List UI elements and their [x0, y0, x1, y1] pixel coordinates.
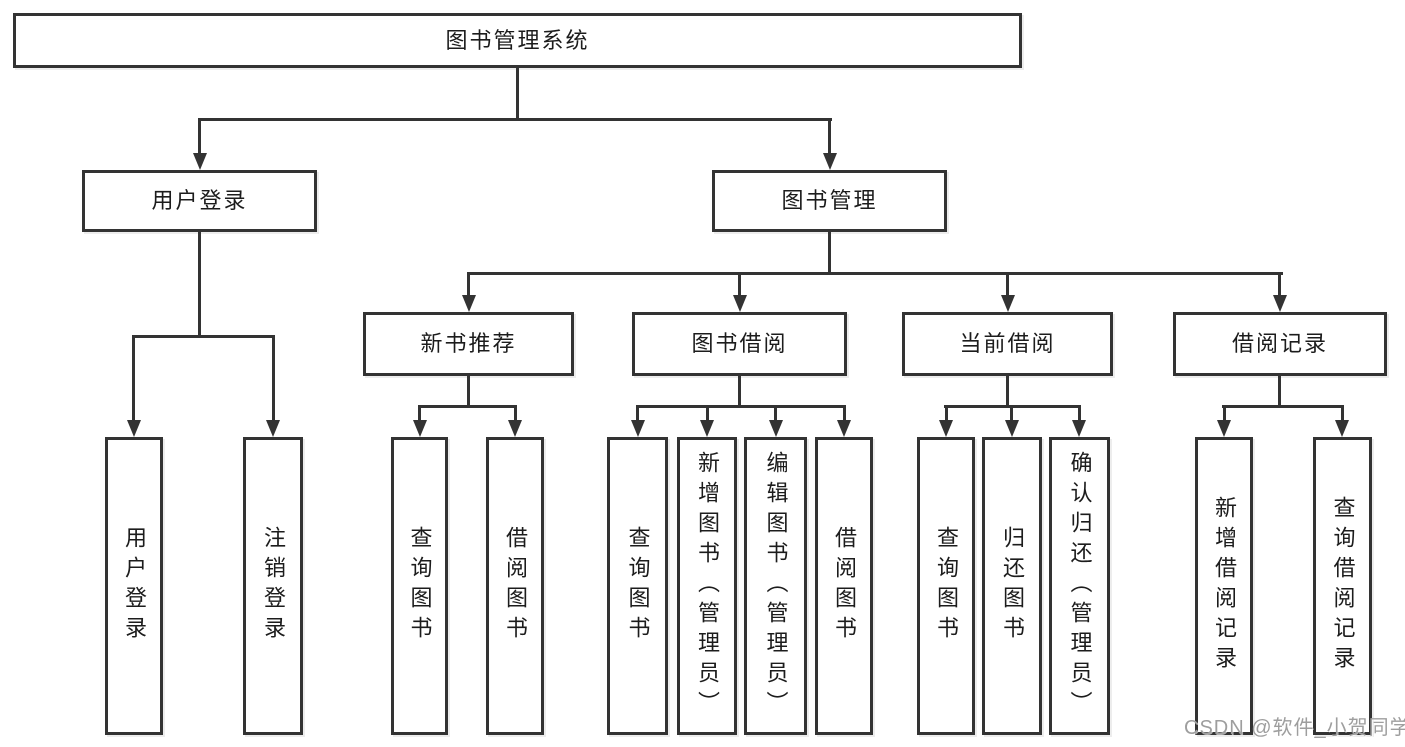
leaf-bb-query-books: 查询图书: [607, 437, 668, 735]
connector-br-stem: [1278, 376, 1281, 405]
connector-cb-leaf3-drop: [1078, 405, 1081, 420]
node-borrow-records-label: 借阅记录: [1231, 331, 1328, 356]
arrow-br-leaf2: [1335, 420, 1349, 437]
leaf-cb-return-books-label: 归还图书: [1000, 526, 1025, 646]
arrow-book-mgmt: [823, 153, 837, 170]
connector-nbr-rail: [418, 405, 517, 408]
leaf-bb-borrow-books-label: 借阅图书: [832, 526, 857, 646]
connector-leaf-login-drop: [132, 335, 135, 420]
leaf-nbr-borrow-books-label: 借阅图书: [503, 526, 528, 646]
leaf-cb-query-books: 查询图书: [917, 437, 975, 735]
arrow-bb-leaf2: [700, 420, 714, 437]
node-root-label: 图书管理系统: [445, 27, 590, 53]
connector-bb-leaf2-drop: [706, 405, 709, 420]
connector-user-login-stem: [198, 232, 201, 335]
leaf-br-query-record: 查询借阅记录: [1313, 437, 1372, 735]
leaf-cb-return-books: 归还图书: [982, 437, 1042, 735]
node-borrow-records: 借阅记录: [1173, 312, 1387, 376]
leaf-nbr-query-books: 查询图书: [391, 437, 448, 735]
node-book-mgmt: 图书管理: [712, 170, 947, 232]
connector-br-rail: [1222, 405, 1344, 408]
connector-bb-leaf4-drop: [843, 405, 846, 420]
connector-root-stem: [516, 68, 519, 118]
connector-borrow-records-drop: [1278, 272, 1281, 295]
connector-book-mgmt-stem: [828, 232, 831, 272]
arrow-br-leaf1: [1217, 420, 1231, 437]
leaf-bb-edit-books-admin-label: 编辑图书（管理员）: [763, 451, 789, 721]
leaf-nbr-query-books-label: 查询图书: [407, 526, 433, 646]
connector-new-book-drop: [467, 272, 470, 295]
arrow-borrow-records: [1273, 295, 1287, 312]
connector-leaf-logout-drop: [272, 335, 275, 420]
leaf-cb-confirm-return-admin-label: 确认归还（管理员）: [1067, 451, 1093, 721]
arrow-bb-leaf3: [769, 420, 783, 437]
connector-cb-leaf2-drop: [1010, 405, 1013, 420]
node-new-book-rec: 新书推荐: [363, 312, 574, 376]
node-book-mgmt-label: 图书管理: [781, 188, 878, 213]
node-book-borrow-label: 图书借阅: [691, 331, 788, 356]
leaf-bb-query-books-label: 查询图书: [625, 526, 651, 646]
node-root: 图书管理系统: [13, 13, 1022, 68]
node-book-borrow: 图书借阅: [632, 312, 847, 376]
connector-book-mgmt-drop: [828, 118, 831, 153]
arrow-bb-leaf4: [837, 420, 851, 437]
arrow-current-borrow: [1001, 295, 1015, 312]
arrow-cb-leaf3: [1072, 420, 1086, 437]
leaf-nbr-borrow-books: 借阅图书: [486, 437, 544, 735]
node-user-login-label: 用户登录: [151, 188, 248, 213]
arrow-cb-leaf2: [1005, 420, 1019, 437]
leaf-logout: 注销登录: [243, 437, 303, 735]
connector-br-leaf2-drop: [1341, 405, 1344, 420]
leaf-cb-query-books-label: 查询图书: [934, 526, 959, 646]
connector-book-borrow-drop: [738, 272, 741, 295]
leaf-br-add-record-label: 新增借阅记录: [1212, 496, 1237, 676]
connector-cb-stem: [1006, 376, 1009, 405]
connector-bb-leaf1-drop: [636, 405, 639, 420]
leaf-bb-edit-books-admin: 编辑图书（管理员）: [744, 437, 807, 735]
leaf-logout-label: 注销登录: [261, 526, 286, 646]
arrow-nbr-leaf1: [413, 420, 427, 437]
connector-current-borrow-drop: [1006, 272, 1009, 295]
connector-login-rail: [132, 335, 275, 338]
connector-nbr-stem: [467, 376, 470, 405]
arrow-leaf-login: [127, 420, 141, 437]
leaf-bb-add-books-admin-label: 新增图书（管理员）: [695, 451, 720, 721]
leaf-user-login-label: 用户登录: [122, 526, 147, 646]
leaf-br-query-record-label: 查询借阅记录: [1330, 496, 1356, 676]
node-user-login: 用户登录: [82, 170, 317, 232]
leaf-user-login: 用户登录: [105, 437, 163, 735]
leaf-bb-borrow-books: 借阅图书: [815, 437, 873, 735]
arrow-user-login: [193, 153, 207, 170]
arrow-leaf-logout: [266, 420, 280, 437]
connector-bb-stem: [738, 376, 741, 405]
node-current-borrow: 当前借阅: [902, 312, 1113, 376]
connector-br-leaf1-drop: [1223, 405, 1226, 420]
leaf-bb-add-books-admin: 新增图书（管理员）: [677, 437, 737, 735]
connector-bb-rail: [636, 405, 846, 408]
arrow-bb-leaf1: [631, 420, 645, 437]
connector-nbr-leaf2-drop: [514, 405, 517, 420]
connector-user-login-drop: [198, 118, 201, 153]
csdn-watermark: CSDN @软件_小贺同学: [1184, 717, 1405, 739]
connector-level1-rail: [198, 118, 832, 121]
arrow-nbr-leaf2: [508, 420, 522, 437]
connector-cb-leaf1-drop: [945, 405, 948, 420]
connector-bb-leaf3-drop: [774, 405, 777, 420]
node-new-book-rec-label: 新书推荐: [420, 331, 517, 356]
connector-nbr-leaf1-drop: [418, 405, 421, 420]
node-current-borrow-label: 当前借阅: [959, 331, 1056, 356]
arrow-new-book: [462, 295, 476, 312]
leaf-br-add-record: 新增借阅记录: [1195, 437, 1253, 735]
leaf-cb-confirm-return-admin: 确认归还（管理员）: [1049, 437, 1110, 735]
connector-level2-rail: [467, 272, 1283, 275]
arrow-book-borrow: [733, 295, 747, 312]
arrow-cb-leaf1: [939, 420, 953, 437]
